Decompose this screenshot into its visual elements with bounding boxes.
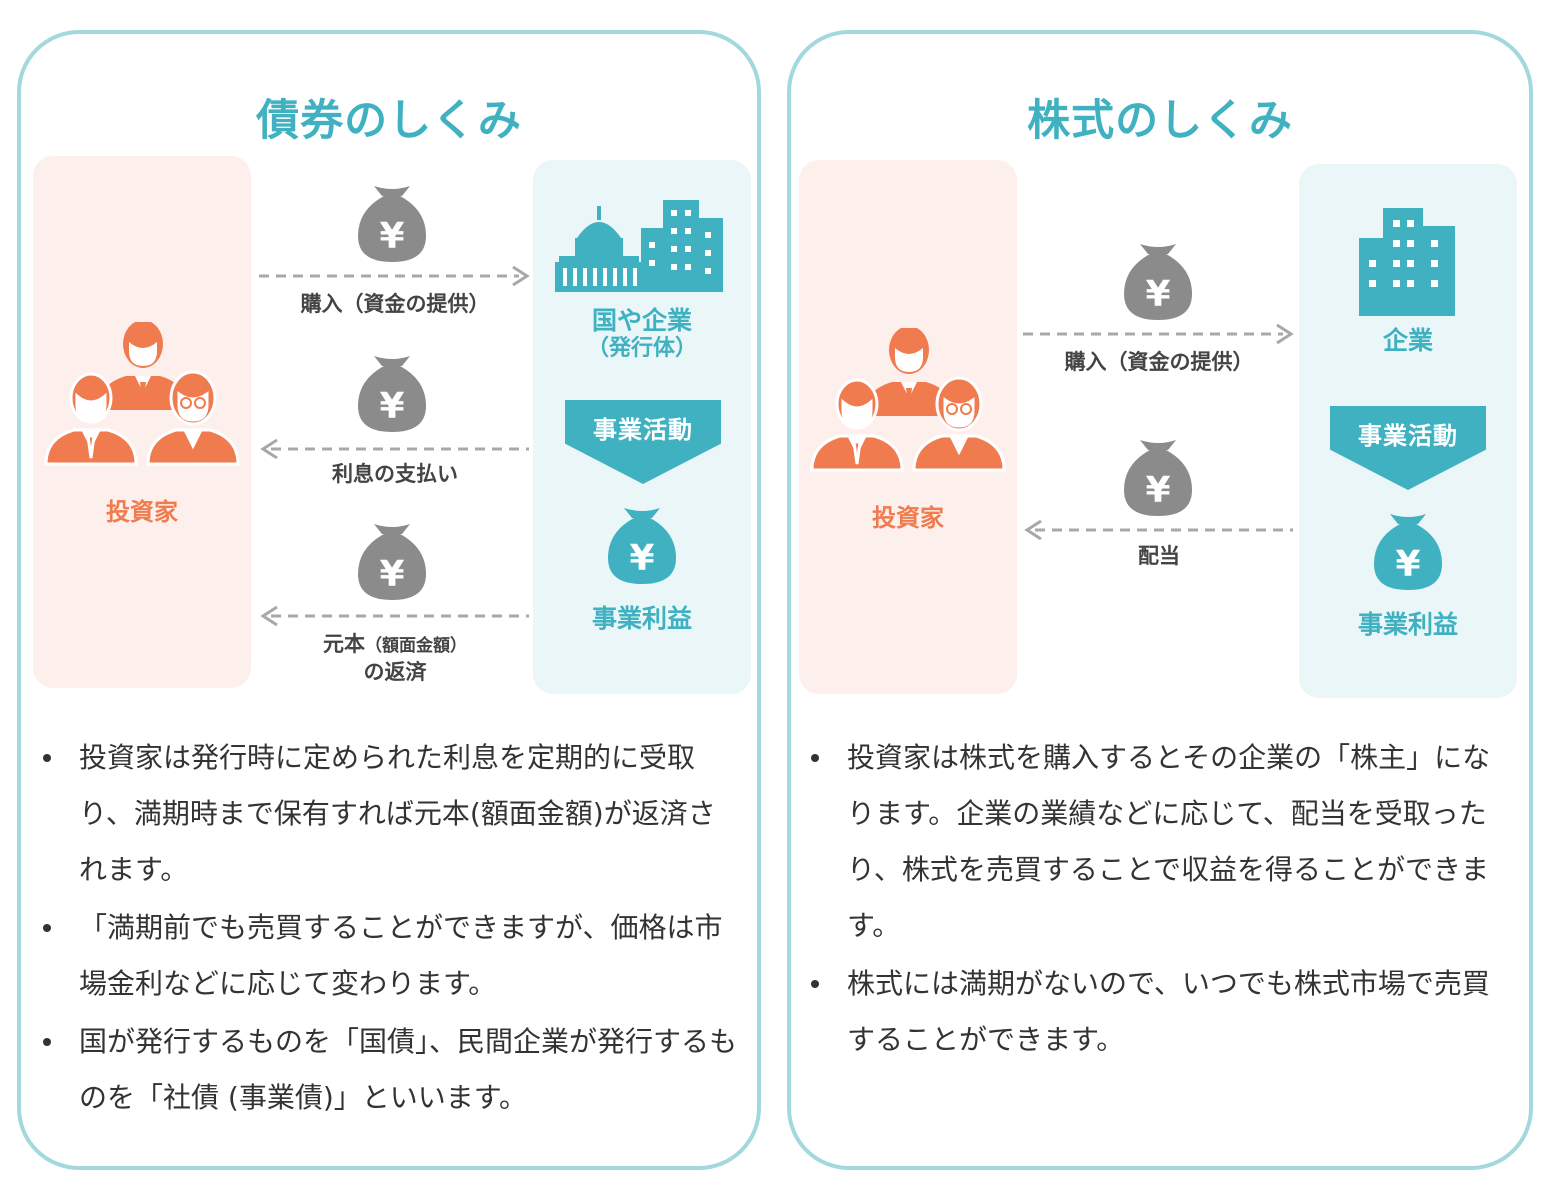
interest-arrow [260, 438, 529, 460]
dividend-yen-bag-icon: ¥ [1124, 440, 1192, 516]
bond-note: 投資家は発行時に定められた利息を定期的に受取り、満期時まで保有すれば元本(額面金… [31, 730, 743, 898]
stock-purchase-label: 購入（資金の提供） [1064, 350, 1254, 374]
bond-profit-yen-bag-icon: ¥ [608, 508, 676, 584]
company-building-icon [1359, 208, 1455, 316]
stock-profit-label: 事業利益 [1357, 610, 1458, 639]
bond-investor-box [33, 156, 251, 688]
stock-notes: 投資家は株式を購入するとその企業の「株主」になります。企業の業績などに応じて、配… [799, 730, 1513, 1070]
interest-yen-bag-icon: ¥ [358, 356, 426, 432]
bond-title: 債券のしくみ [256, 96, 522, 146]
stock-investor-box [799, 160, 1017, 694]
principal-main: 元本 [323, 632, 365, 656]
principal-yen-bag-icon: ¥ [358, 524, 426, 600]
svg-text:¥: ¥ [379, 386, 404, 427]
bond-note: 「満期前でも売買することができますが、価格は市場金利などに応じて変わります。 [31, 900, 743, 1012]
interest-label: 利息の支払い [332, 462, 458, 486]
stock-note: 株式には満期がないので、いつでも株式市場で売買することができます。 [799, 956, 1513, 1068]
government-and-company-icon [555, 200, 723, 292]
stock-note: 投資家は株式を購入するとその企業の「株主」になります。企業の業績などに応じて、配… [799, 730, 1513, 954]
principal-label: 元本（額面金額） の返済 [257, 630, 533, 687]
stock-investor-label: 投資家 [872, 504, 944, 532]
principal-arrow [260, 605, 529, 627]
purchase-arrow [259, 265, 530, 287]
bond-panel: 債券のしくみ 投資家 [17, 30, 761, 1170]
stock-profit-yen-bag-icon: ¥ [1374, 514, 1442, 590]
stock-panel: 株式のしくみ 投資家 企業 事業活動 ¥ 事業利益 [787, 30, 1533, 1170]
stock-issuer-label: 企業 [1382, 326, 1433, 355]
dividend-label: 配当 [1138, 544, 1180, 568]
svg-text:¥: ¥ [1395, 544, 1420, 585]
purchase-arrow [1023, 323, 1294, 345]
purchase-yen-bag-icon: ¥ [1124, 244, 1192, 320]
stock-title: 株式のしくみ [1027, 96, 1293, 146]
principal-paren: （額面金額） [365, 636, 467, 656]
bond-note: 国が発行するものを「国債」、民間企業が発行するものを「社債 (事業債)」といいま… [31, 1014, 743, 1126]
bond-issuer-label: 国や企業 （発行体） [533, 306, 751, 362]
bond-investor-label: 投資家 [106, 498, 178, 526]
bond-issuer-name: 国や企業 [591, 306, 692, 335]
bond-notes: 投資家は発行時に定められた利息を定期的に受取り、満期時まで保有すれば元本(額面金… [31, 730, 743, 1128]
investors-icon [810, 328, 1006, 472]
svg-text:¥: ¥ [629, 538, 654, 579]
investors-icon [44, 322, 240, 466]
svg-text:¥: ¥ [379, 216, 404, 257]
svg-text:¥: ¥ [1145, 470, 1170, 511]
purchase-yen-bag-icon: ¥ [358, 186, 426, 262]
dividend-arrow [1024, 519, 1293, 541]
principal-tail: の返済 [363, 660, 427, 685]
svg-text:¥: ¥ [379, 554, 404, 595]
bond-issuer-sub: （発行体） [586, 336, 697, 361]
svg-text:¥: ¥ [1145, 274, 1170, 315]
purchase-label: 購入（資金の提供） [300, 292, 490, 316]
bond-profit-label: 事業利益 [591, 604, 692, 633]
